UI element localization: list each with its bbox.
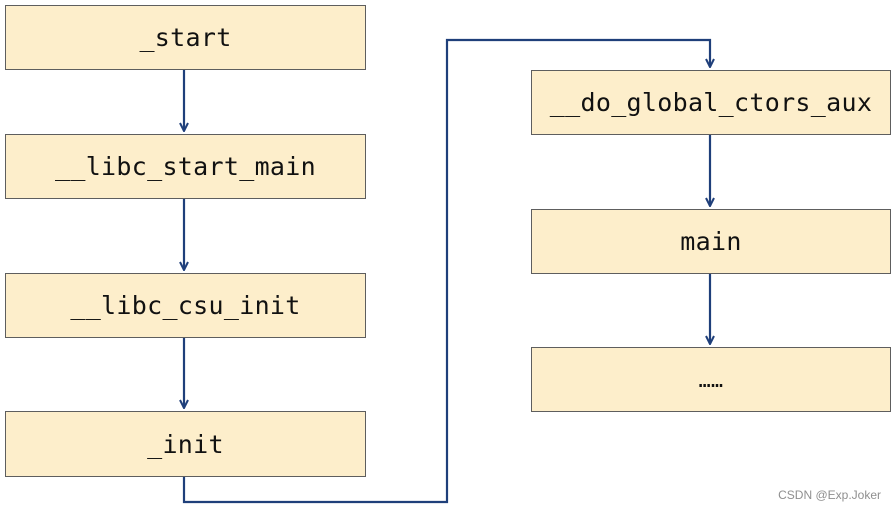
node-libc-start-main: __libc_start_main [5, 134, 366, 199]
watermark: CSDN @Exp.Joker [778, 488, 881, 502]
node-main: main [531, 209, 891, 274]
node-ellipsis: …… [531, 347, 891, 412]
node-libc-csu-init-label: __libc_csu_init [70, 291, 301, 320]
node-init: _init [5, 411, 366, 477]
node-do-global-ctors-aux-label: __do_global_ctors_aux [549, 88, 873, 117]
node-start: _start [5, 5, 366, 70]
node-libc-csu-init: __libc_csu_init [5, 273, 366, 338]
node-ellipsis-label: …… [698, 367, 724, 392]
node-start-label: _start [139, 23, 232, 52]
node-libc-start-main-label: __libc_start_main [55, 152, 316, 181]
node-do-global-ctors-aux: __do_global_ctors_aux [531, 70, 891, 135]
node-init-label: _init [147, 429, 224, 459]
node-main-label: main [680, 227, 742, 256]
arrow-init-to-do-global-ctors-aux [182, 38, 710, 504]
